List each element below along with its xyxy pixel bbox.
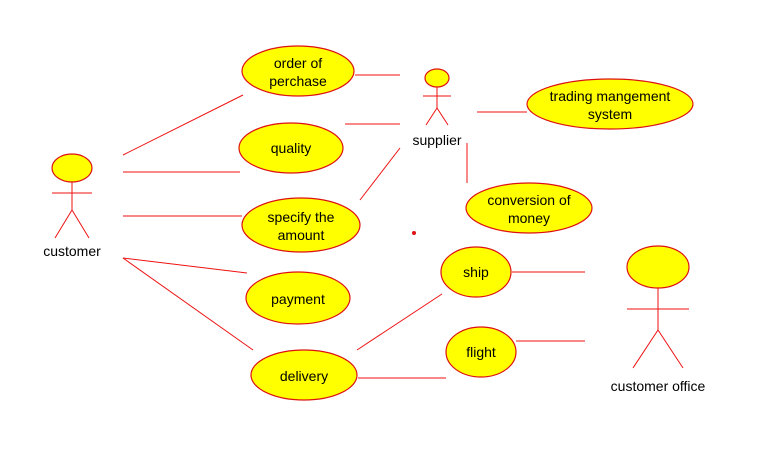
use-case-flight[interactable]: flight — [445, 326, 517, 378]
line-customer-delivery — [122, 257, 254, 351]
use-case-ship-label: ship — [463, 264, 489, 280]
marker-dot — [412, 231, 416, 235]
association-lines — [122, 74, 585, 379]
use-case-payment-label: payment — [271, 291, 325, 307]
use-case-quality[interactable]: quality — [238, 122, 344, 174]
use-case-delivery[interactable]: delivery — [250, 349, 358, 401]
use-case-specify-amount-label-1: specify the — [268, 209, 335, 225]
actor-supplier-head — [424, 68, 450, 88]
use-case-trading-management[interactable]: trading mangement system — [526, 78, 694, 130]
use-case-payment[interactable]: payment — [245, 271, 351, 325]
use-case-trading-management-label-2: system — [588, 106, 632, 122]
use-case-trading-management-label-1: trading mangement — [550, 88, 671, 104]
use-case-delivery-ellipse — [250, 349, 358, 401]
line-customer-payment — [122, 257, 248, 274]
use-case-order-of-purchase-ellipse — [241, 45, 355, 97]
line-delivery-ship — [356, 293, 443, 351]
use-case-flight-ellipse — [445, 326, 517, 378]
use-case-conversion-of-money-label-2: money — [508, 210, 550, 226]
actor-supplier-right-leg — [436, 107, 449, 126]
actor-customer-office-right-leg — [657, 329, 684, 369]
use-case-specify-amount-ellipse — [241, 197, 361, 253]
use-case-specify-amount-label-2: amount — [278, 227, 325, 243]
actor-customer-head — [51, 153, 93, 183]
use-case-conversion-of-money[interactable]: conversion of money — [465, 182, 593, 234]
actor-supplier[interactable]: supplier — [412, 68, 462, 148]
use-case-trading-management-ellipse — [526, 78, 694, 130]
use-case-flight-label: flight — [466, 344, 496, 360]
actor-customer-office-head — [626, 245, 690, 289]
actor-customer-office-label: customer office — [611, 378, 706, 394]
actor-supplier-left-leg — [425, 107, 438, 126]
actor-customer-right-leg — [71, 209, 90, 239]
use-case-order-of-purchase[interactable]: order of perchase — [241, 45, 355, 97]
use-case-ship-ellipse — [440, 246, 512, 298]
use-case-order-of-purchase-label-2: perchase — [269, 73, 327, 89]
use-case-specify-amount[interactable]: specify the amount — [241, 197, 361, 253]
use-case-payment-ellipse — [245, 271, 351, 325]
use-case-conversion-of-money-ellipse — [465, 182, 593, 234]
use-case-quality-ellipse — [238, 122, 344, 174]
use-case-quality-label: quality — [271, 140, 311, 156]
use-case-ship[interactable]: ship — [440, 246, 512, 298]
use-case-order-of-purchase-label-1: order of — [274, 55, 322, 71]
use-case-conversion-of-money-label-1: conversion of — [487, 192, 570, 208]
actor-supplier-label: supplier — [412, 132, 461, 148]
actor-customer-label: customer — [43, 243, 101, 259]
actor-customer-office[interactable]: customer office — [611, 245, 706, 394]
actor-customer-office-left-leg — [632, 329, 659, 369]
line-customer-order — [122, 94, 244, 156]
use-case-delivery-label: delivery — [280, 368, 328, 384]
actor-customer[interactable]: customer — [43, 153, 101, 259]
actor-customer-left-leg — [54, 209, 73, 239]
line-specify-supplier — [359, 147, 401, 201]
